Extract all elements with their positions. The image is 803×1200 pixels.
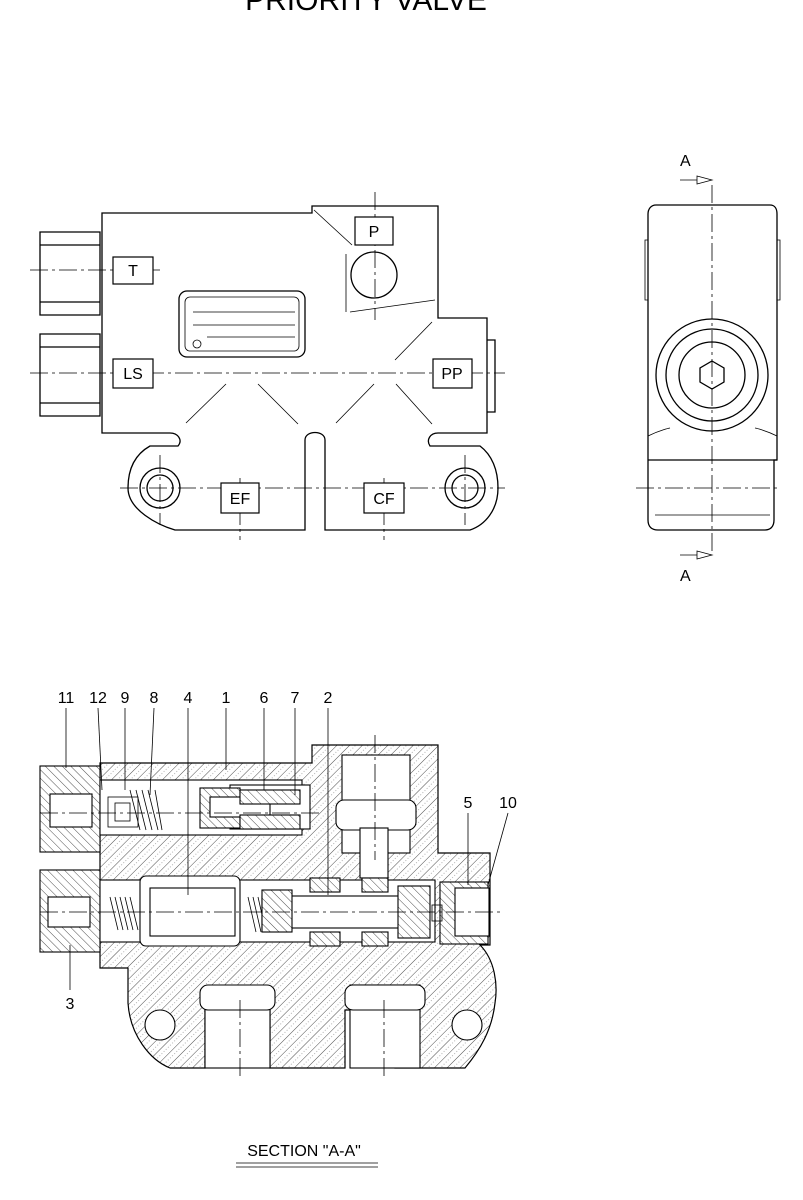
nameplate — [178, 290, 306, 358]
hex-plug-t — [39, 231, 101, 316]
callout-10: 10 — [499, 795, 517, 812]
port-label-ef: EF — [230, 491, 251, 508]
port-label-t: T — [128, 263, 138, 280]
callout-2: 2 — [324, 690, 333, 707]
front-body-outline — [101, 205, 499, 531]
hex-plug-ls — [39, 333, 101, 417]
callout-3: 3 — [66, 996, 75, 1013]
callout-5: 5 — [464, 795, 473, 812]
side-view: A A — [636, 153, 781, 585]
port-label-cf: CF — [373, 491, 395, 508]
port-box-ef — [220, 482, 260, 514]
port-label-pp: PP — [441, 366, 462, 383]
port-box-pp — [432, 358, 473, 389]
port-box-ls — [112, 358, 154, 389]
callout-11: 11 — [58, 690, 75, 707]
callout-7: 7 — [291, 690, 300, 707]
callout-9: 9 — [121, 690, 130, 707]
callout-8: 8 — [150, 690, 159, 707]
port-label-p: P — [369, 224, 380, 241]
callout-4: 4 — [184, 690, 193, 707]
callout-12: 12 — [89, 690, 107, 707]
side-body-outline — [647, 204, 778, 531]
spring-part-8 — [129, 789, 163, 831]
port-box-p — [354, 216, 394, 246]
port-box-cf — [363, 482, 405, 514]
section-mark-top: A — [680, 153, 691, 170]
section-caption: SECTION "A-A" — [247, 1143, 361, 1160]
front-view: P T LS PP EF CF — [30, 192, 505, 540]
drawing-title: PRIORITY VALVE — [245, 0, 487, 17]
callout-1: 1 — [222, 690, 231, 707]
section-view: 11 12 9 8 4 1 6 7 2 5 10 3 SECTION "A-A" — [39, 690, 517, 1168]
port-label-ls: LS — [123, 366, 143, 383]
callout-6: 6 — [260, 690, 269, 707]
port-box-t — [112, 256, 154, 285]
section-mark-bottom: A — [680, 568, 691, 585]
